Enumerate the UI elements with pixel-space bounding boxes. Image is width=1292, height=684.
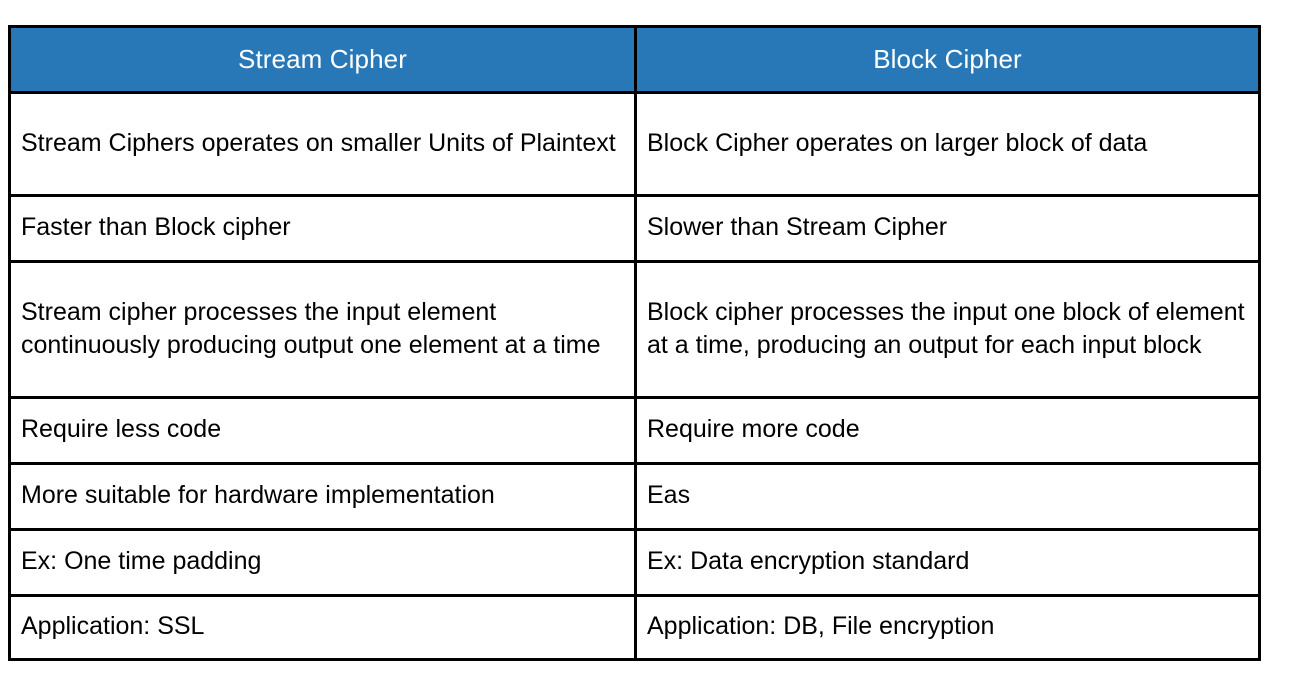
cell-block-cipher: Eas: [634, 462, 1261, 531]
header-row: Stream Cipher Block Cipher: [8, 25, 1261, 94]
cell-block-cipher: Require more code: [634, 396, 1261, 465]
table-row: Stream cipher processes the input elemen…: [8, 260, 1261, 399]
table-row: Application: SSL Application: DB, File e…: [8, 594, 1261, 661]
cell-stream-cipher: Stream Ciphers operates on smaller Units…: [8, 91, 637, 197]
cell-block-cipher: Application: DB, File encryption: [634, 594, 1261, 661]
cell-block-cipher: Block cipher processes the input one blo…: [634, 260, 1261, 399]
table-row: Require less code Require more code: [8, 396, 1261, 465]
cell-stream-cipher: More suitable for hardware implementatio…: [8, 462, 637, 531]
table-header: Stream Cipher Block Cipher: [8, 25, 1261, 94]
comparison-table: Stream Cipher Block Cipher Stream Cipher…: [8, 25, 1261, 661]
column-header-block-cipher: Block Cipher: [634, 25, 1261, 94]
cell-block-cipher: Slower than Stream Cipher: [634, 194, 1261, 263]
cell-block-cipher: Ex: Data encryption standard: [634, 528, 1261, 597]
cell-block-cipher: Block Cipher operates on larger block of…: [634, 91, 1261, 197]
table-row: Faster than Block cipher Slower than Str…: [8, 194, 1261, 263]
table-row: Stream Ciphers operates on smaller Units…: [8, 91, 1261, 197]
cell-stream-cipher: Require less code: [8, 396, 637, 465]
cell-stream-cipher: Application: SSL: [8, 594, 637, 661]
table-row: Ex: One time padding Ex: Data encryption…: [8, 528, 1261, 597]
cell-stream-cipher: Ex: One time padding: [8, 528, 637, 597]
table-body: Stream Ciphers operates on smaller Units…: [8, 91, 1261, 661]
column-header-stream-cipher: Stream Cipher: [8, 25, 637, 94]
cell-stream-cipher: Stream cipher processes the input elemen…: [8, 260, 637, 399]
cell-stream-cipher: Faster than Block cipher: [8, 194, 637, 263]
table-row: More suitable for hardware implementatio…: [8, 462, 1261, 531]
